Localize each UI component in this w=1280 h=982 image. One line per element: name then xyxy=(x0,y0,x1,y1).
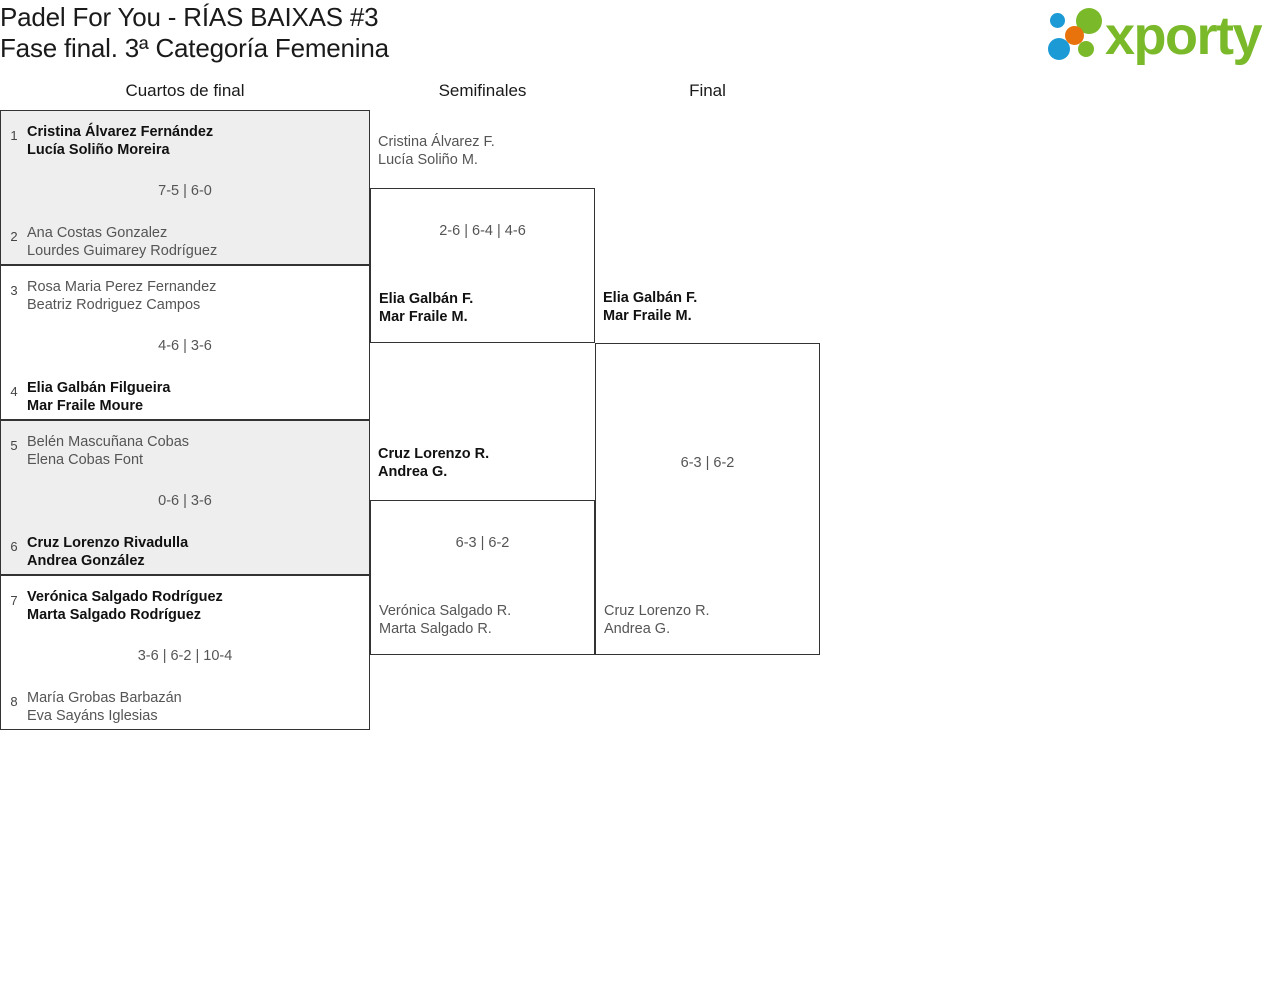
player-name: Cristina Álvarez F. xyxy=(378,134,495,150)
player-name: Andrea G. xyxy=(378,464,448,480)
match-quarterfinal-3[interactable]: 5 Belén Mascuñana Cobas Elena Cobas Font… xyxy=(0,420,370,575)
player-name: Lucía Soliño Moreira xyxy=(27,142,170,158)
player-name: Andrea G. xyxy=(604,621,671,637)
seed-number: 8 xyxy=(10,694,18,709)
player-name: Mar Fraile M. xyxy=(379,309,468,325)
player-name: Ana Costas Gonzalez xyxy=(27,225,168,241)
player-name: María Grobas Barbazán xyxy=(27,690,182,706)
player-name: Cruz Lorenzo R. xyxy=(604,603,710,619)
match-semifinal-2[interactable]: 6-3 | 6-2 Verónica Salgado R. Marta Salg… xyxy=(370,500,595,655)
round-header-final: Final xyxy=(689,81,726,100)
xporty-logo[interactable]: xporty xyxy=(1048,6,1276,68)
player-name: Elia Galbán F. xyxy=(603,290,698,306)
seed-number: 2 xyxy=(10,229,18,244)
round-header-semifinals: Semifinales xyxy=(438,81,527,100)
team-bottom: Ana Costas Gonzalez Lourdes Guimarey Rod… xyxy=(27,224,217,260)
logo-dot-blue-small xyxy=(1050,13,1065,28)
team-top: Cristina Álvarez Fernández Lucía Soliño … xyxy=(27,123,213,159)
tournament-name: Padel For You - RÍAS BAIXAS #3 xyxy=(0,2,379,32)
match-quarterfinal-2[interactable]: 3 Rosa Maria Perez Fernandez Beatriz Rod… xyxy=(0,265,370,420)
team-top: Verónica Salgado Rodríguez Marta Salgado… xyxy=(27,588,223,624)
match-score: 2-6 | 6-4 | 4-6 xyxy=(439,223,526,239)
match-score: 4-6 | 3-6 xyxy=(158,338,212,354)
match-score: 6-3 | 6-2 xyxy=(455,535,510,551)
match-score: 7-5 | 6-0 xyxy=(158,183,212,199)
round-header-quarterfinals: Cuartos de final xyxy=(125,81,245,100)
match-score: 3-6 | 6-2 | 10-4 xyxy=(137,648,233,664)
seed-number: 7 xyxy=(10,593,18,608)
team-bottom: Cruz Lorenzo R. Andrea G. xyxy=(604,602,710,638)
seed-number: 3 xyxy=(10,283,18,298)
logo-dot-orange xyxy=(1065,26,1084,45)
match-quarterfinal-4[interactable]: 7 Verónica Salgado Rodríguez Marta Salga… xyxy=(0,575,370,730)
player-name: Cristina Álvarez Fernández xyxy=(27,124,214,140)
team-top: Rosa Maria Perez Fernandez Beatriz Rodri… xyxy=(27,278,216,314)
semifinal-1-team-top: Cristina Álvarez F. Lucía Soliño M. xyxy=(378,133,495,169)
page-header: Padel For You - RÍAS BAIXAS #3 Fase fina… xyxy=(0,0,1280,80)
match-quarterfinal-1[interactable]: 1 Cristina Álvarez Fernández Lucía Soliñ… xyxy=(0,110,370,265)
seed-number: 5 xyxy=(10,438,18,453)
player-name: Mar Fraile M. xyxy=(603,308,692,324)
player-name: Verónica Salgado R. xyxy=(379,603,512,619)
match-final[interactable]: 6-3 | 6-2 Cruz Lorenzo R. Andrea G. xyxy=(595,343,820,655)
semifinal-2-team-top: Cruz Lorenzo R. Andrea G. xyxy=(378,445,489,481)
player-name: Lourdes Guimarey Rodríguez xyxy=(27,243,218,259)
player-name: Eva Sayáns Iglesias xyxy=(27,708,158,724)
logo-dot-blue-large xyxy=(1048,38,1070,60)
logo-wordmark: xporty xyxy=(1105,6,1263,66)
player-name: Andrea González xyxy=(27,553,145,569)
player-name: Mar Fraile Moure xyxy=(27,398,144,414)
player-name: Elena Cobas Font xyxy=(27,452,144,468)
player-name: Cruz Lorenzo Rivadulla xyxy=(27,535,189,551)
team-top: Belén Mascuñana Cobas Elena Cobas Font xyxy=(27,433,189,469)
seed-number: 6 xyxy=(10,539,18,554)
round-headers: Cuartos de final Semifinales Final xyxy=(0,80,1280,110)
player-name: Verónica Salgado Rodríguez xyxy=(27,589,223,605)
logo-dot-green-small xyxy=(1078,41,1094,57)
team-bottom: Elia Galbán Filgueira Mar Fraile Moure xyxy=(27,379,170,415)
match-score: 0-6 | 3-6 xyxy=(158,493,212,509)
logo-dots-icon xyxy=(1048,8,1110,64)
team-bottom: Cruz Lorenzo Rivadulla Andrea González xyxy=(27,534,188,570)
player-name: Marta Salgado Rodríguez xyxy=(27,607,202,623)
player-name: Belén Mascuñana Cobas xyxy=(27,434,190,450)
page-title: Padel For You - RÍAS BAIXAS #3 Fase fina… xyxy=(0,2,389,64)
team-bottom: María Grobas Barbazán Eva Sayáns Iglesia… xyxy=(27,689,182,725)
match-score: 6-3 | 6-2 xyxy=(680,455,735,471)
match-semifinal-1[interactable]: 2-6 | 6-4 | 4-6 Elia Galbán F. Mar Frail… xyxy=(370,188,595,343)
seed-number: 1 xyxy=(10,128,18,143)
player-name: Elia Galbán Filgueira xyxy=(27,380,171,396)
player-name: Marta Salgado R. xyxy=(379,621,492,637)
tournament-phase: Fase final. 3ª Categoría Femenina xyxy=(0,33,389,63)
player-name: Rosa Maria Perez Fernandez xyxy=(27,279,217,295)
player-name: Cruz Lorenzo R. xyxy=(378,446,490,462)
tournament-bracket: 1 Cristina Álvarez Fernández Lucía Soliñ… xyxy=(0,110,1280,970)
team-bottom: Elia Galbán F. Mar Fraile M. xyxy=(379,290,473,326)
team-bottom: Verónica Salgado R. Marta Salgado R. xyxy=(379,602,511,638)
player-name: Beatriz Rodriguez Campos xyxy=(27,297,201,313)
player-name: Lucía Soliño M. xyxy=(378,152,478,168)
player-name: Elia Galbán F. xyxy=(379,291,474,307)
seed-number: 4 xyxy=(10,384,18,399)
final-team-top: Elia Galbán F. Mar Fraile M. xyxy=(603,289,697,325)
